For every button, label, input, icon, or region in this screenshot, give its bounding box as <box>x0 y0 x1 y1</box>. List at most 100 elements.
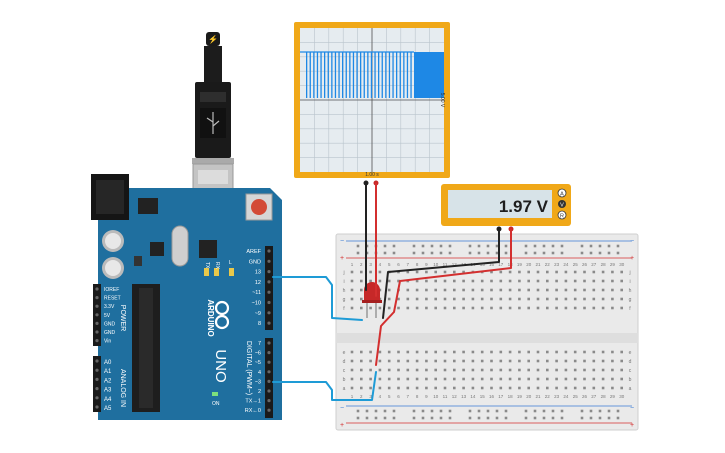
breadboard-hole[interactable] <box>350 386 354 390</box>
breadboard-hole[interactable] <box>508 386 512 390</box>
mode-r-button[interactable]: R <box>557 210 567 220</box>
header-pin[interactable] <box>95 359 99 363</box>
rail-hole[interactable] <box>448 244 452 248</box>
breadboard-hole[interactable] <box>508 377 512 381</box>
breadboard-hole[interactable] <box>508 306 512 310</box>
breadboard-hole[interactable] <box>378 350 382 354</box>
breadboard-hole[interactable] <box>378 386 382 390</box>
rail-hole[interactable] <box>607 409 611 413</box>
breadboard-hole[interactable] <box>601 386 605 390</box>
header-pin[interactable] <box>95 296 99 300</box>
breadboard-hole[interactable] <box>350 377 354 381</box>
rail-hole[interactable] <box>430 244 434 248</box>
breadboard-hole[interactable] <box>555 350 558 354</box>
breadboard-hole[interactable] <box>350 279 354 283</box>
rail-hole[interactable] <box>486 251 490 255</box>
header-pin[interactable] <box>95 368 99 372</box>
breadboard-hole[interactable] <box>592 377 596 381</box>
breadboard-hole[interactable] <box>369 350 372 354</box>
rail-hole[interactable] <box>598 251 602 255</box>
breadboard-hole[interactable] <box>546 368 549 372</box>
breadboard-hole[interactable] <box>360 386 363 390</box>
rail-hole[interactable] <box>439 409 443 413</box>
breadboard-hole[interactable] <box>453 368 456 372</box>
rail-hole[interactable] <box>580 409 584 413</box>
breadboard-hole[interactable] <box>583 359 586 363</box>
breadboard-hole[interactable] <box>471 386 475 390</box>
breadboard-hole[interactable] <box>583 386 586 390</box>
breadboard-hole[interactable] <box>499 359 503 363</box>
rail-hole[interactable] <box>486 416 490 420</box>
breadboard-hole[interactable] <box>564 368 568 372</box>
breadboard-hole[interactable] <box>499 288 503 292</box>
rail-hole[interactable] <box>616 409 620 413</box>
header-pin[interactable] <box>267 259 271 263</box>
breadboard-hole[interactable] <box>378 270 382 274</box>
breadboard-hole[interactable] <box>527 377 530 381</box>
multimeter[interactable]: 1.97 V A V R <box>441 184 571 232</box>
rail-hole[interactable] <box>495 416 499 420</box>
breadboard-hole[interactable] <box>518 377 521 381</box>
breadboard-hole[interactable] <box>555 377 558 381</box>
breadboard-hole[interactable] <box>378 306 382 310</box>
breadboard-hole[interactable] <box>462 270 465 274</box>
oscilloscope[interactable]: 5.00 V 1.00 s <box>294 22 450 186</box>
breadboard-hole[interactable] <box>601 288 605 292</box>
breadboard-hole[interactable] <box>350 270 354 274</box>
breadboard-hole[interactable] <box>434 279 437 283</box>
breadboard-hole[interactable] <box>508 359 512 363</box>
breadboard-hole[interactable] <box>518 368 521 372</box>
rail-hole[interactable] <box>542 251 546 255</box>
breadboard-hole[interactable] <box>453 270 456 274</box>
rail-hole[interactable] <box>598 416 602 420</box>
breadboard-hole[interactable] <box>387 359 391 363</box>
breadboard-hole[interactable] <box>406 377 410 381</box>
rail-hole[interactable] <box>430 416 434 420</box>
breadboard-hole[interactable] <box>462 386 465 390</box>
breadboard-hole[interactable] <box>518 288 521 292</box>
breadboard-hole[interactable] <box>527 279 530 283</box>
breadboard-hole[interactable] <box>434 359 437 363</box>
breadboard-hole[interactable] <box>555 368 558 372</box>
breadboard-hole[interactable] <box>397 377 400 381</box>
rail-hole[interactable] <box>616 244 620 248</box>
breadboard-hole[interactable] <box>601 297 605 301</box>
breadboard-hole[interactable] <box>406 386 410 390</box>
breadboard-hole[interactable] <box>490 386 493 390</box>
breadboard-hole[interactable] <box>536 386 540 390</box>
rail-hole[interactable] <box>365 416 369 420</box>
breadboard-hole[interactable] <box>480 359 484 363</box>
header-pin[interactable] <box>267 290 271 294</box>
breadboard-hole[interactable] <box>387 377 391 381</box>
rail-hole[interactable] <box>589 416 593 420</box>
breadboard-hole[interactable] <box>527 359 530 363</box>
breadboard-hole[interactable] <box>508 279 512 283</box>
breadboard-hole[interactable] <box>360 377 363 381</box>
breadboard-hole[interactable] <box>369 368 372 372</box>
breadboard-hole[interactable] <box>471 306 475 310</box>
rail-hole[interactable] <box>356 251 360 255</box>
header-pin[interactable] <box>267 408 271 412</box>
breadboard-hole[interactable] <box>443 359 447 363</box>
breadboard-hole[interactable] <box>620 270 623 274</box>
rail-hole[interactable] <box>477 244 481 248</box>
breadboard-hole[interactable] <box>397 279 400 283</box>
breadboard-hole[interactable] <box>369 279 372 283</box>
breadboard-hole[interactable] <box>406 368 410 372</box>
wire-pin3-to-breadboard[interactable] <box>272 371 377 401</box>
breadboard-hole[interactable] <box>425 270 428 274</box>
breadboard-hole[interactable] <box>601 350 605 354</box>
rail-hole[interactable] <box>598 409 602 413</box>
breadboard-hole[interactable] <box>425 377 428 381</box>
breadboard-hole[interactable] <box>518 306 521 310</box>
rail-hole[interactable] <box>533 244 537 248</box>
breadboard-hole[interactable] <box>611 386 614 390</box>
rail-hole[interactable] <box>365 409 369 413</box>
wires[interactable] <box>272 182 512 401</box>
breadboard-hole[interactable] <box>592 359 596 363</box>
breadboard-hole[interactable] <box>360 297 363 301</box>
rail-hole[interactable] <box>524 416 528 420</box>
rail-hole[interactable] <box>524 409 528 413</box>
rail-hole[interactable] <box>439 251 443 255</box>
breadboard-hole[interactable] <box>536 368 540 372</box>
